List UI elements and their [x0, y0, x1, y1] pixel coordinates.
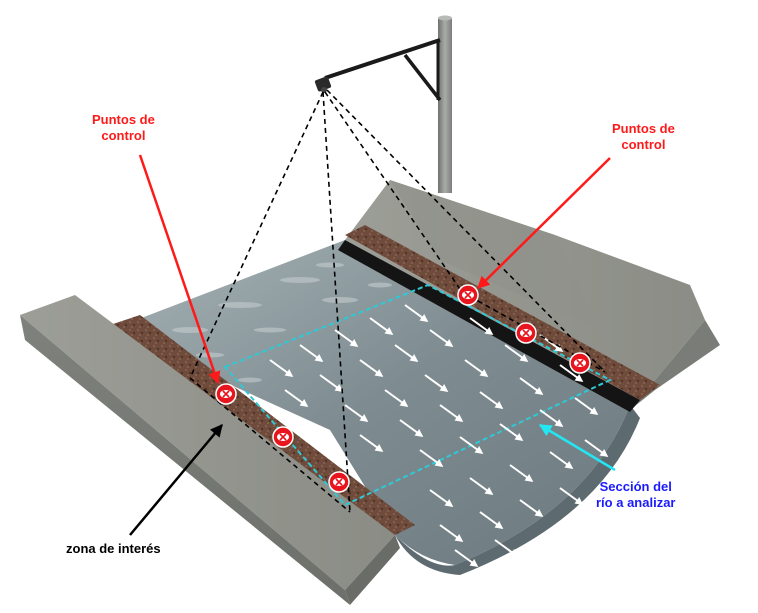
camera-pole — [325, 16, 452, 194]
control-point-marker-icon — [516, 323, 536, 343]
control-point-marker-icon — [216, 384, 236, 404]
control-points-label-left: Puntos de control — [92, 112, 155, 144]
zone-of-interest-label: zona de interés — [66, 541, 161, 557]
control-point-marker-icon — [329, 472, 349, 492]
section-label: Sección del río a analizar — [596, 479, 675, 511]
control-point-marker-icon — [458, 285, 478, 305]
control-point-marker-icon — [570, 353, 590, 373]
control-point-marker-icon — [273, 427, 293, 447]
control-points-label-right: Puntos de control — [612, 121, 675, 153]
